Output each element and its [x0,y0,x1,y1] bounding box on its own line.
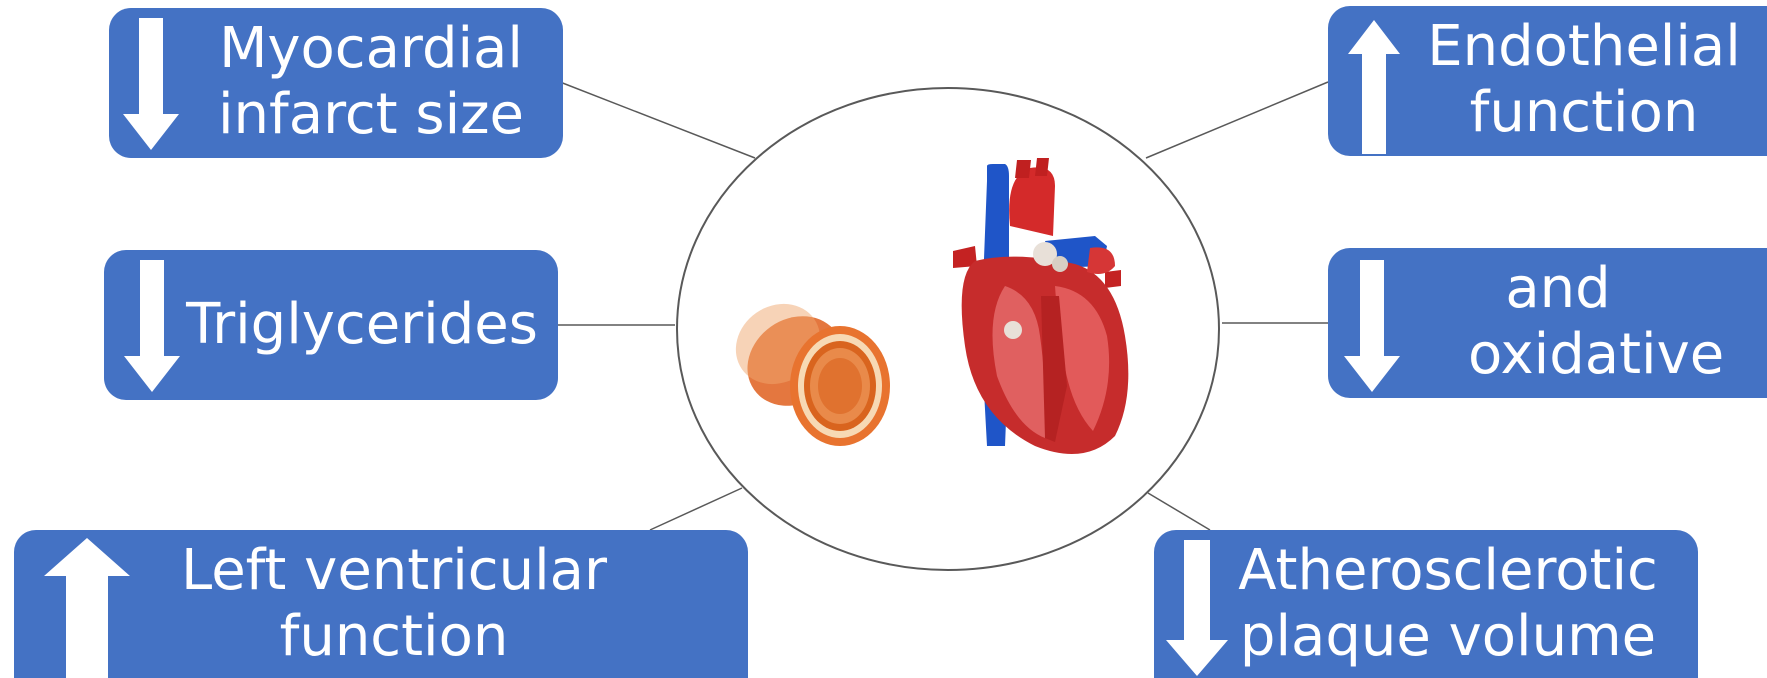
text-line: oxidative [1408,322,1708,388]
label-atherosclerotic-plaque-volume: Atherosclerotic plaque volume [1228,538,1668,670]
arrow-up-icon [42,538,132,678]
label-triglycerides: Triglycerides [176,292,548,358]
box-left-ventricular-function: Left ventricular function [14,530,748,678]
box-oxidative: and oxidative [1328,248,1767,398]
box-atherosclerotic-plaque-volume: Atherosclerotic plaque volume [1154,530,1698,678]
box-myocardial-infarct-size: Myocardial infarct size [109,8,563,158]
text-line: infarct size [189,82,553,148]
text-line: Endothelial [1402,14,1766,80]
label-myocardial-infarct-size: Myocardial infarct size [189,16,553,148]
text-line: and [1408,256,1708,322]
label-left-ventricular-function: Left ventricular function [144,538,644,670]
box-triglycerides: Triglycerides [104,250,558,400]
text-line: Left ventricular [144,538,644,604]
box-endothelial-function: Endothelial function [1328,6,1767,156]
text-line: function [1402,80,1766,146]
arrow-up-icon [1346,20,1402,154]
text-line: Triglycerides [176,292,548,358]
text-line: Myocardial [189,16,553,82]
arrow-down-icon [1342,260,1402,394]
label-endothelial-function: Endothelial function [1402,14,1766,146]
arrow-down-icon [121,18,181,152]
arrow-down-icon [122,260,182,394]
text-line: Atherosclerotic [1228,538,1668,604]
label-oxidative: and oxidative [1408,256,1708,388]
text-line: function [144,604,644,670]
text-line: plaque volume [1228,604,1668,670]
center-circle [675,86,1221,572]
